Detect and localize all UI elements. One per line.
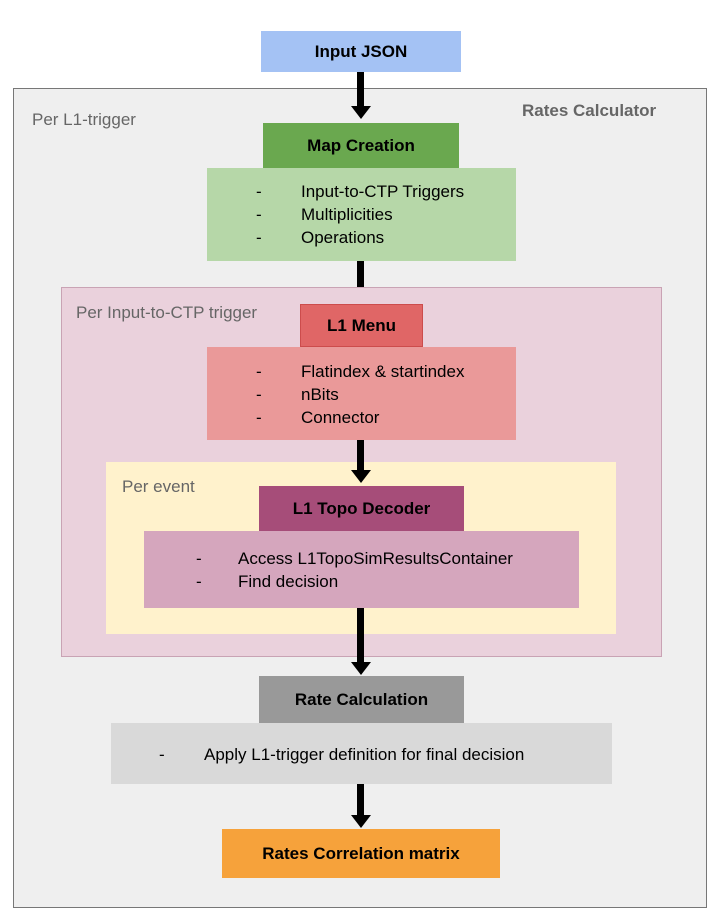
arrow-menu-to-topo bbox=[357, 440, 364, 470]
bullet-dash: - bbox=[256, 362, 262, 381]
map-item-triggers: Input-to-CTP Triggers bbox=[301, 182, 465, 201]
l1-topo-decoder-body: - Access L1TopoSimResultsContainer - Fin… bbox=[144, 531, 579, 608]
map-creation-header: Map Creation bbox=[263, 123, 459, 168]
arrow-head-input-to-map bbox=[351, 106, 371, 119]
list-item: - Input-to-CTP Triggers bbox=[207, 180, 516, 203]
l1-topo-decoder-title: L1 Topo Decoder bbox=[292, 498, 431, 518]
list-item: - Connector bbox=[207, 406, 516, 429]
list-item: - Apply L1-trigger definition for final … bbox=[111, 743, 612, 766]
input-json-box: Input JSON bbox=[261, 31, 461, 72]
list-item: - Flatindex & startindex bbox=[207, 360, 516, 383]
topo-item-find-decision: Find decision bbox=[238, 572, 339, 591]
map-creation-title: Map Creation bbox=[307, 135, 415, 155]
bullet-dash: - bbox=[256, 385, 262, 404]
bullet-dash: - bbox=[159, 745, 165, 764]
l1-topo-decoder-header: L1 Topo Decoder bbox=[259, 486, 464, 531]
rates-calculator-label: Rates Calculator bbox=[522, 101, 657, 120]
arrow-head-menu-to-topo bbox=[351, 470, 371, 483]
list-item: - nBits bbox=[207, 383, 516, 406]
arrow-input-to-map bbox=[357, 72, 364, 106]
arrow-map-to-menu bbox=[357, 261, 364, 289]
menu-item-connector: Connector bbox=[301, 408, 380, 427]
map-item-multiplicities: Multiplicities bbox=[301, 205, 393, 224]
per-l1-trigger-label: Per L1-trigger bbox=[32, 110, 136, 129]
bullet-dash: - bbox=[256, 182, 262, 201]
topo-item-access: Access L1TopoSimResultsContainer bbox=[238, 549, 513, 568]
menu-item-flatindex: Flatindex & startindex bbox=[301, 362, 465, 381]
list-item: - Operations bbox=[207, 226, 516, 249]
list-item: - Find decision bbox=[144, 570, 579, 593]
bullet-dash: - bbox=[196, 572, 202, 591]
l1-menu-title: L1 Menu bbox=[327, 315, 396, 335]
map-creation-body: - Input-to-CTP Triggers - Multiplicities… bbox=[207, 168, 516, 261]
rate-calculation-header: Rate Calculation bbox=[259, 676, 464, 723]
bullet-dash: - bbox=[256, 205, 262, 224]
arrow-head-topo-to-rate bbox=[351, 662, 371, 675]
per-input-to-ctp-label: Per Input-to-CTP trigger bbox=[76, 303, 258, 322]
rate-calculation-title: Rate Calculation bbox=[294, 689, 429, 709]
list-item: - Multiplicities bbox=[207, 203, 516, 226]
arrow-head-rate-to-correlation bbox=[351, 815, 371, 828]
map-item-operations: Operations bbox=[301, 228, 385, 247]
l1-menu-header: L1 Menu bbox=[300, 304, 423, 347]
list-item: - Access L1TopoSimResultsContainer bbox=[144, 547, 579, 570]
rate-item-apply: Apply L1-trigger definition for final de… bbox=[204, 745, 525, 764]
rate-calculation-body: - Apply L1-trigger definition for final … bbox=[111, 723, 612, 784]
l1-menu-body: - Flatindex & startindex - nBits - Conne… bbox=[207, 347, 516, 440]
bullet-dash: - bbox=[196, 549, 202, 568]
rates-correlation-matrix-box: Rates Correlation matrix bbox=[222, 829, 500, 878]
per-event-label: Per event bbox=[122, 477, 195, 496]
input-json-label: Input JSON bbox=[314, 41, 408, 61]
arrow-rate-to-correlation bbox=[357, 784, 364, 815]
rates-correlation-matrix-label: Rates Correlation matrix bbox=[262, 843, 460, 863]
arrow-topo-to-rate bbox=[357, 608, 364, 662]
bullet-dash: - bbox=[256, 408, 262, 427]
bullet-dash: - bbox=[256, 228, 262, 247]
menu-item-nbits: nBits bbox=[301, 385, 339, 404]
